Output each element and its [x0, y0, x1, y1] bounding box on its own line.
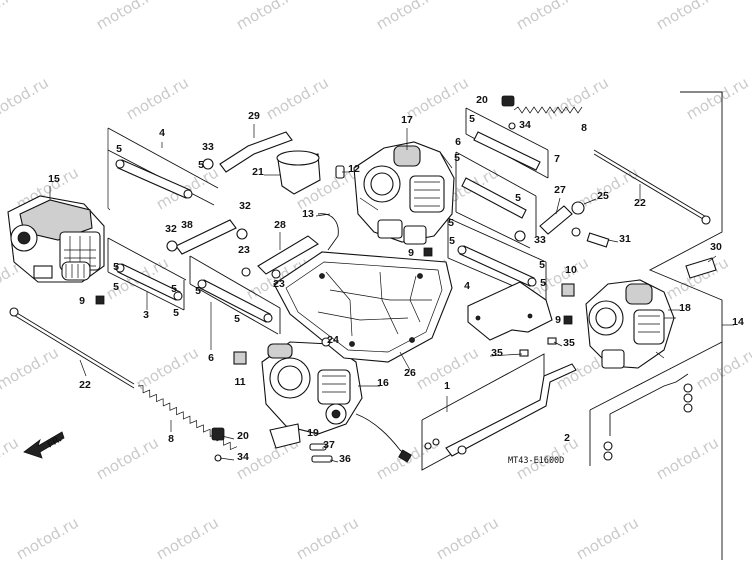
callout-c36: 36 [339, 453, 351, 465]
callout-c16: 16 [377, 377, 389, 389]
callout-c1: 1 [444, 380, 450, 392]
linkage-2 [603, 373, 693, 461]
callout-c3: 3 [143, 309, 149, 321]
carburetor-17 [353, 141, 455, 245]
callout-c10: 10 [565, 264, 577, 276]
callout-c8b: 8 [168, 433, 174, 445]
callout-c5b: 5 [198, 159, 204, 171]
carburetor-16 [261, 341, 412, 463]
callout-c8a: 8 [581, 122, 587, 134]
callout-c35b: 35 [563, 337, 575, 349]
small-parts [95, 95, 717, 463]
diagram-code: MT43-E1600D [508, 456, 564, 466]
callout-c25: 25 [597, 190, 609, 202]
callout-c37: 37 [323, 439, 335, 451]
callout-c23a: 23 [238, 244, 250, 256]
callout-c5j: 5 [448, 217, 454, 229]
callout-c5m: 5 [454, 152, 460, 164]
carburetor-18 [585, 279, 676, 369]
leader-lines [49, 124, 734, 463]
callout-c33a: 33 [202, 141, 214, 153]
callout-c4a: 4 [159, 127, 165, 139]
callout-c2: 2 [564, 432, 570, 444]
callout-c9b: 9 [408, 247, 414, 259]
callout-c9a: 9 [79, 295, 85, 307]
callout-c6b: 6 [208, 352, 214, 364]
callout-c29: 29 [248, 110, 260, 122]
callout-c5n: 5 [539, 259, 545, 271]
callout-c24: 24 [327, 334, 339, 346]
callout-c5c: 5 [113, 261, 119, 273]
callout-c18: 18 [679, 302, 691, 314]
callout-c35a: 35 [491, 347, 503, 359]
callout-c32a: 32 [239, 200, 251, 212]
callout-c32b: 32 [165, 223, 177, 235]
callout-c20b: 20 [237, 430, 249, 442]
callout-c5o: 5 [540, 277, 546, 289]
callout-c30: 30 [710, 241, 722, 253]
linkage-1 [424, 363, 577, 457]
callout-c34b: 34 [237, 451, 249, 463]
callout-c22a: 22 [634, 197, 646, 209]
callout-c5g: 5 [195, 285, 201, 297]
callout-c13: 13 [302, 208, 314, 220]
callout-c17: 17 [401, 114, 413, 126]
callout-c26: 26 [404, 367, 416, 379]
right-upper-bracket [455, 107, 549, 249]
callout-c5f: 5 [173, 307, 179, 319]
callout-c4b: 4 [464, 280, 470, 292]
callout-c5l: 5 [515, 192, 521, 204]
bracket-14 [589, 91, 723, 560]
callout-c31: 31 [619, 233, 631, 245]
joint-pipes [115, 131, 541, 323]
callout-c19: 19 [307, 427, 319, 439]
callout-c5e: 5 [171, 283, 177, 295]
callout-c6a: 6 [455, 136, 461, 148]
callout-c23b: 23 [273, 278, 285, 290]
manifold-26 [273, 251, 453, 363]
callout-c5k: 5 [449, 235, 455, 247]
callout-c33b: 33 [534, 234, 546, 246]
hoses [175, 131, 573, 275]
callout-c38: 38 [181, 219, 193, 231]
callout-c20a: 20 [476, 94, 488, 106]
callout-c5h: 5 [234, 313, 240, 325]
callout-c15: 15 [48, 173, 60, 185]
callout-c27: 27 [554, 184, 566, 196]
rods-22 [9, 149, 711, 389]
callout-c28: 28 [274, 219, 286, 231]
callout-c11: 11 [234, 376, 245, 388]
callout-c7: 7 [554, 153, 560, 165]
right-lower-bracket [447, 217, 547, 301]
callout-c22b: 22 [79, 379, 91, 391]
callout-c21: 21 [252, 166, 264, 178]
front-arrow-icon [23, 431, 65, 459]
callout-c5i: 5 [469, 113, 475, 125]
callout-c5d: 5 [113, 281, 119, 293]
center-left-bracket [189, 255, 281, 350]
callout-c34a: 34 [519, 119, 531, 131]
bracket-plate [467, 281, 553, 341]
callout-c5a: 5 [116, 143, 122, 155]
carburetor-15 [7, 195, 105, 283]
callout-c14: 14 [732, 316, 744, 328]
callout-c9c: 9 [555, 314, 561, 326]
callout-c12: 12 [348, 163, 360, 175]
left-lower-bracket [107, 237, 187, 311]
